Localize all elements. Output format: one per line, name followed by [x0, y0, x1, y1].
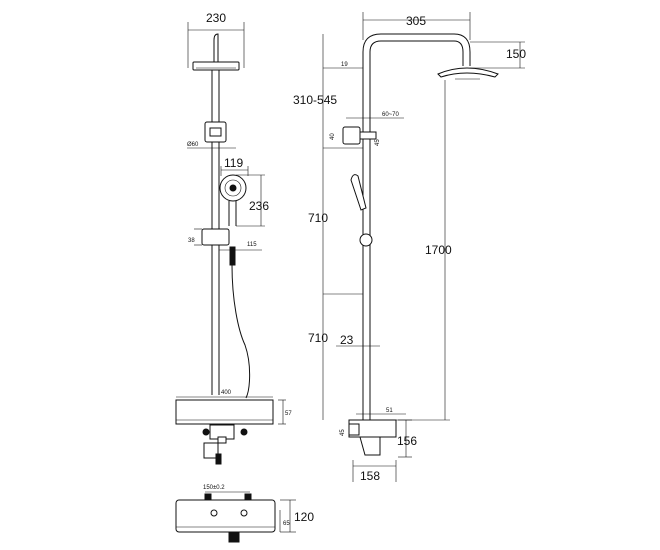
bottom-depth-label: 120 — [294, 510, 314, 524]
head-width-label: 230 — [206, 11, 226, 25]
bracket-dia-label: Ø60 — [187, 142, 199, 148]
arm-tube-label: 19 — [341, 62, 348, 68]
segment-lower-label: 710 — [308, 331, 328, 345]
thermostatic-shelf: 400 57 — [175, 390, 292, 465]
valve-height-label: 156 — [397, 434, 417, 448]
hand-shower: 119 236 — [219, 156, 269, 227]
side-wall-bracket: 60~70 40 45 — [330, 112, 404, 146]
segment-upper-label: 710 — [308, 211, 328, 225]
base-small-label: 45 — [340, 429, 346, 436]
head-width-dimension: 230 — [187, 11, 245, 68]
side-valve: 51 45 156 158 — [340, 408, 417, 483]
bracket-width-label: 60~70 — [382, 112, 400, 118]
side-view: 305 150 19 310-545 60~70 40 45 710 — [293, 12, 526, 483]
bracket-size-label: 40 — [330, 133, 336, 140]
head-drop-label: 150 — [506, 47, 526, 61]
valve-depth-label: 158 — [360, 469, 380, 483]
wall-bracket: Ø60 — [187, 121, 236, 149]
bottom-view: 150±0.2 120 65 — [175, 485, 314, 543]
pipe-dia-label: 23 — [340, 333, 354, 347]
front-view: 230 Ø60 1 — [175, 11, 292, 465]
bracket-depth-label: 45 — [375, 139, 381, 146]
hose — [231, 264, 251, 399]
shelf-width-label: 400 — [221, 390, 232, 396]
overall-height-label: 1700 — [425, 243, 452, 257]
handshower-height-label: 236 — [249, 199, 269, 213]
handshower-width-label: 119 — [224, 156, 243, 170]
holder-size-label: 38 — [188, 238, 195, 244]
overhead-shower-head — [192, 33, 240, 71]
slide-holder: 38 115 — [188, 228, 262, 266]
bottom-inner-label: 65 — [283, 521, 290, 527]
base-offset-label: 51 — [386, 408, 393, 414]
bottom-centers-label: 150±0.2 — [203, 485, 225, 491]
shelf-height-label: 57 — [285, 411, 292, 417]
holder-offset-label: 115 — [247, 242, 257, 248]
bracket-range-label: 310-545 — [293, 93, 337, 107]
arm-reach-label: 305 — [406, 14, 426, 28]
